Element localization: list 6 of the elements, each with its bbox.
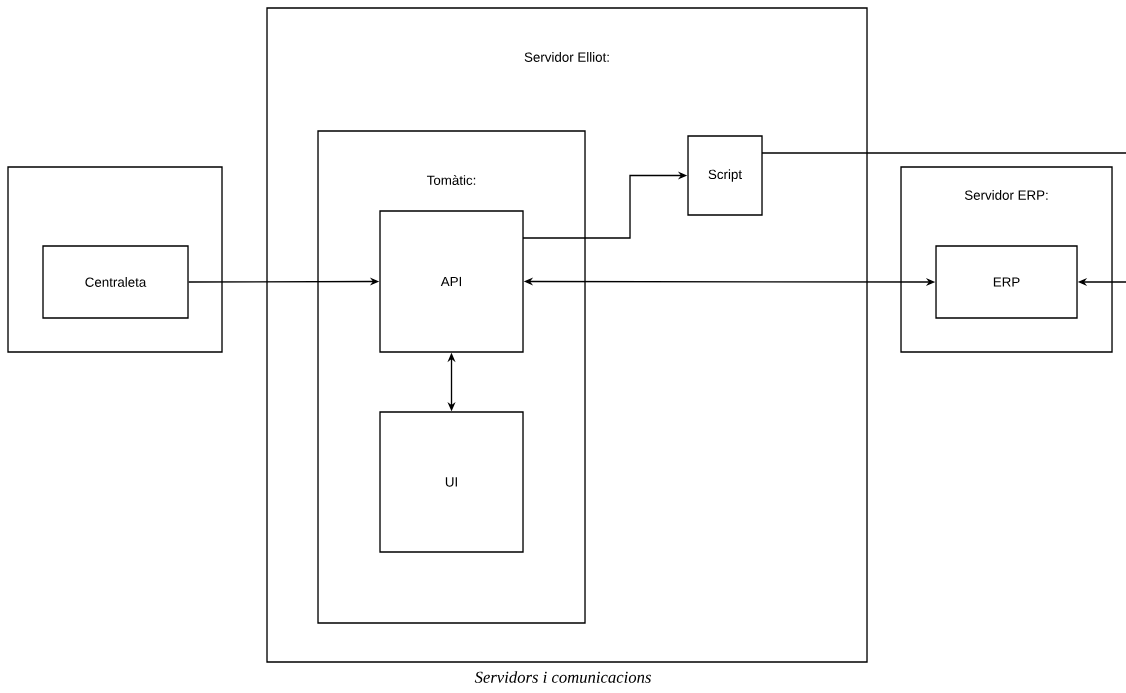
process-box: Script bbox=[687, 135, 763, 216]
process-box: Centraleta bbox=[42, 245, 189, 319]
process-box: UI bbox=[379, 411, 524, 553]
caption: Servidors i comunicacions bbox=[474, 671, 651, 683]
process-box: API bbox=[379, 210, 524, 353]
process-box: ERP bbox=[935, 245, 1078, 319]
